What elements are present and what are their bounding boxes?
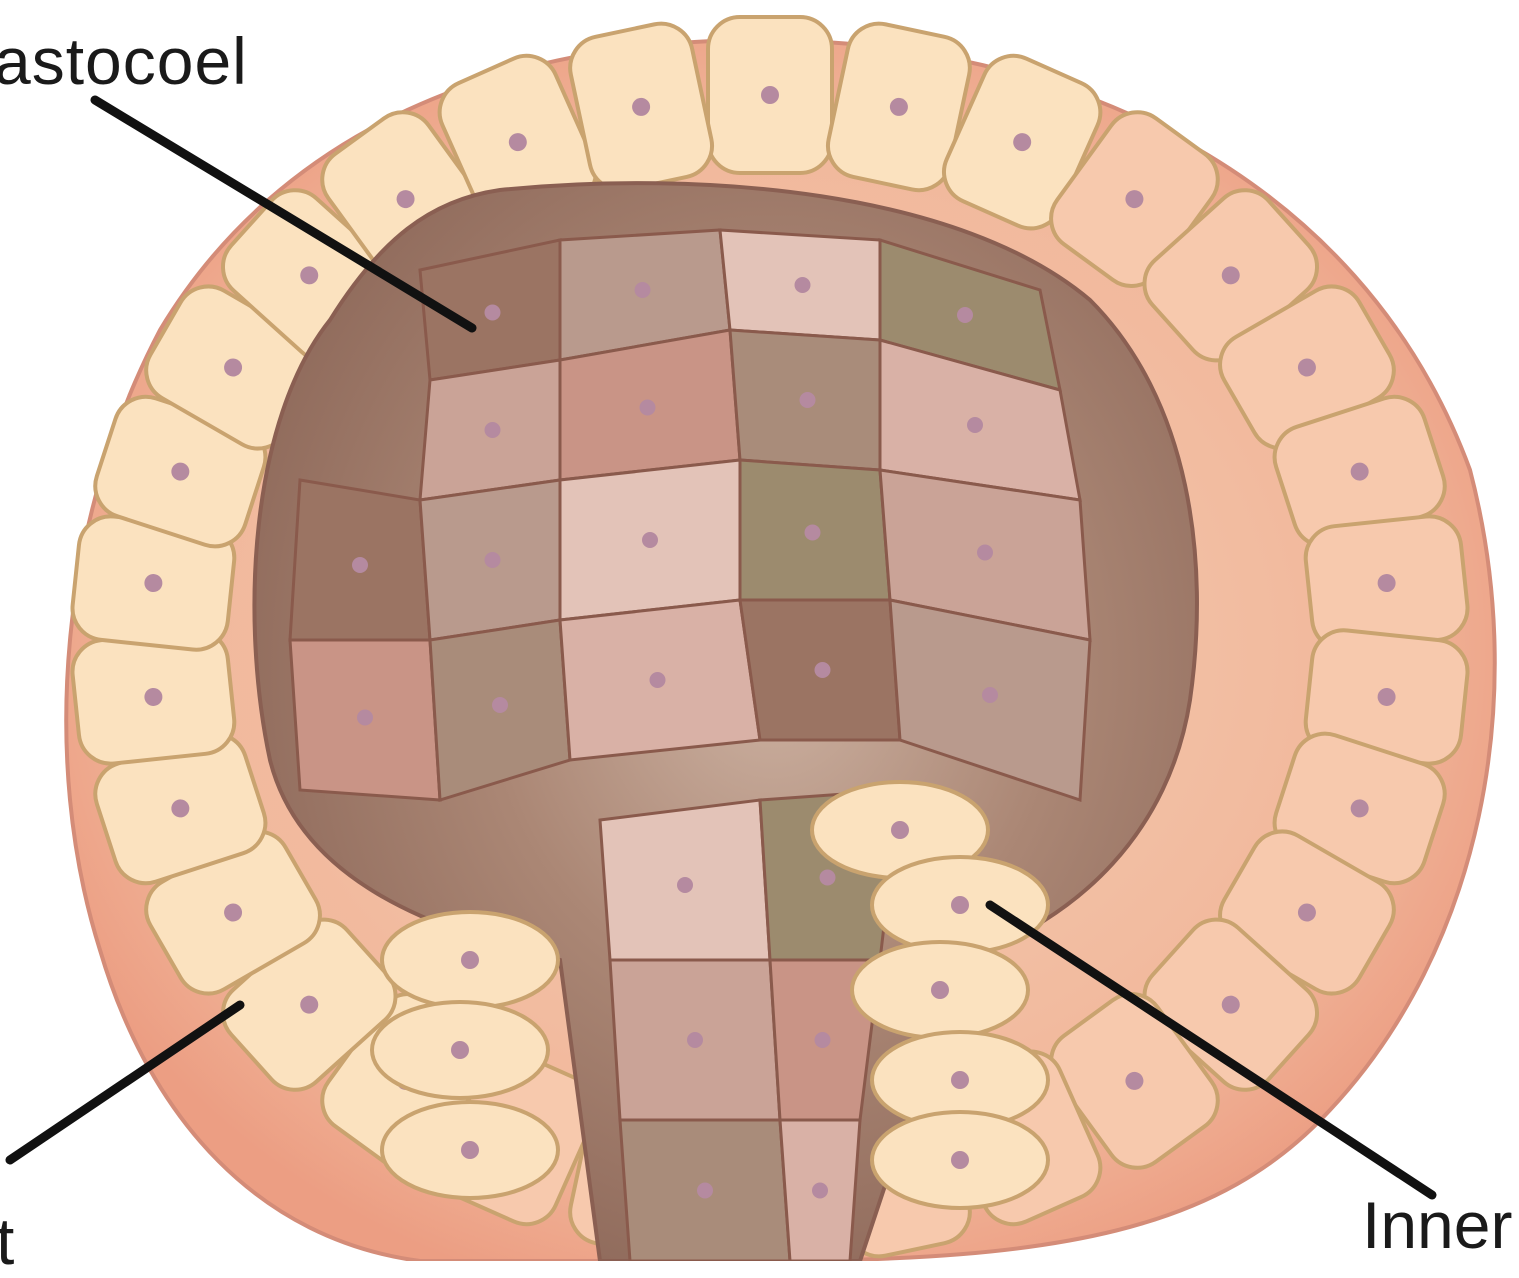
blastocoel-label: astocoel (0, 28, 248, 94)
cell-nucleus (697, 1183, 713, 1199)
cell-nucleus (977, 545, 993, 561)
cell-nucleus (650, 672, 666, 688)
cell-nucleus (485, 422, 501, 438)
cell-nucleus (485, 305, 501, 321)
cell-nucleus (687, 1032, 703, 1048)
cell-nucleus (642, 532, 658, 548)
cell-nucleus (640, 400, 656, 416)
cell-nucleus (492, 697, 508, 713)
cell-nucleus (461, 951, 479, 969)
cell-nucleus (815, 1032, 831, 1048)
cell-nucleus (951, 1071, 969, 1089)
trophoblast-cell (69, 627, 237, 767)
cell-nucleus (957, 307, 973, 323)
cell-nucleus (800, 392, 816, 408)
cell-nucleus (982, 687, 998, 703)
cell-nucleus (635, 282, 651, 298)
inner-cell-mass-label: Inner (1362, 1192, 1512, 1258)
cell-nucleus (805, 525, 821, 541)
cell-nucleus (931, 981, 949, 999)
trophoblast-cell (708, 17, 832, 173)
cell-nucleus (820, 870, 836, 886)
cell-nucleus (677, 877, 693, 893)
cell-nucleus (795, 277, 811, 293)
cell-nucleus (815, 662, 831, 678)
cell-nucleus (461, 1141, 479, 1159)
cell-nucleus (812, 1183, 828, 1199)
cell-nucleus (352, 557, 368, 573)
cell-nucleus (357, 710, 373, 726)
cell-nucleus (951, 1151, 969, 1169)
cell-nucleus (451, 1041, 469, 1059)
cell-nucleus (967, 417, 983, 433)
cell-nucleus (951, 896, 969, 914)
trophoblast-cell (1303, 513, 1471, 653)
cell-nucleus (485, 552, 501, 568)
cell-nucleus (891, 821, 909, 839)
trophoblast-label: t (0, 1208, 14, 1274)
